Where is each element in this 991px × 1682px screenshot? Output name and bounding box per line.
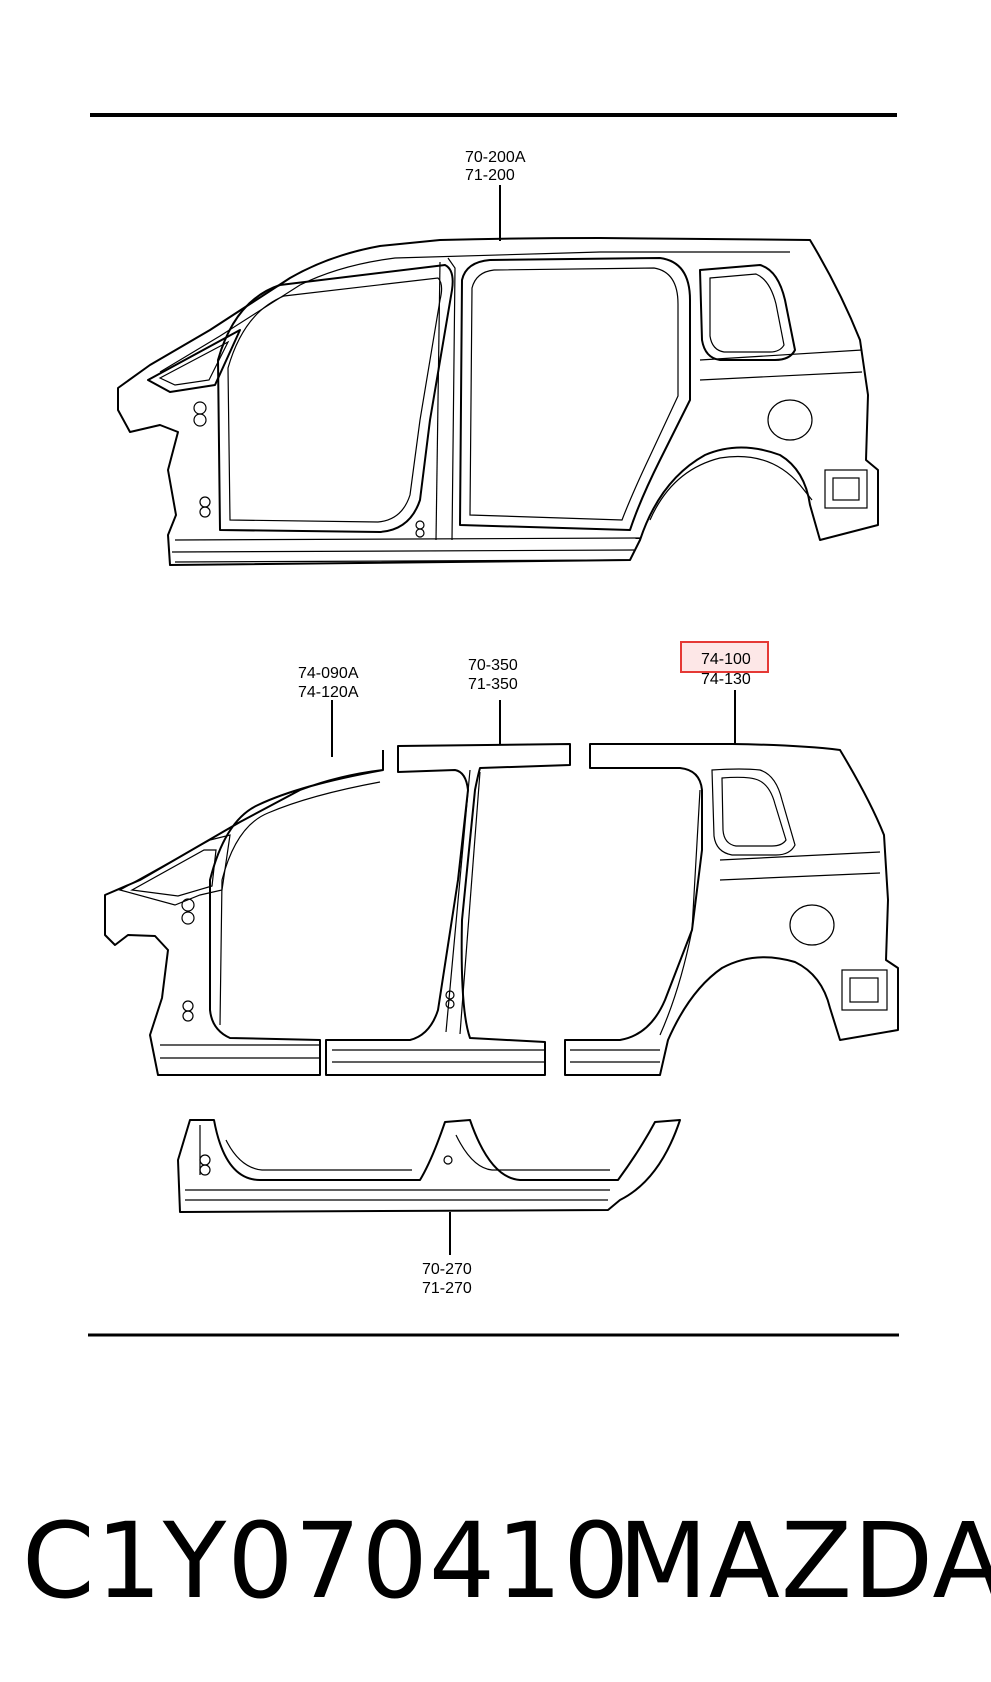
rear-side-panel-part: 74-100 74-130 (564, 641, 899, 1076)
part-code: C1Y070410 (22, 1500, 631, 1622)
label-front-part-2: 74-120A (298, 684, 359, 701)
label-rear-part-2: 74-130 (701, 671, 751, 688)
center-pillar-part: 70-350 71-350 (325, 657, 571, 1076)
label-center-part-1: 70-350 (468, 657, 518, 674)
top-side-panel-assembly: 70-200A 71-200 (117, 149, 879, 566)
part-caption: C1Y070410 MAZDA (0, 1500, 991, 1630)
brand-name: MAZDA (618, 1500, 991, 1622)
label-center-part-2: 71-350 (468, 676, 518, 693)
label-sill-part-1: 70-270 (422, 1261, 472, 1278)
front-side-panel-part: 74-090A 74-120A (104, 665, 384, 1076)
label-top-assembly-1: 70-200A (465, 149, 526, 166)
label-rear-part-1: 74-100 (701, 651, 751, 668)
label-front-part-1: 74-090A (298, 665, 359, 682)
label-sill-part-2: 71-270 (422, 1280, 472, 1297)
sill-part: 70-270 71-270 (177, 1119, 681, 1297)
highlight-rear-label (680, 641, 769, 673)
label-top-assembly-2: 71-200 (465, 167, 515, 184)
